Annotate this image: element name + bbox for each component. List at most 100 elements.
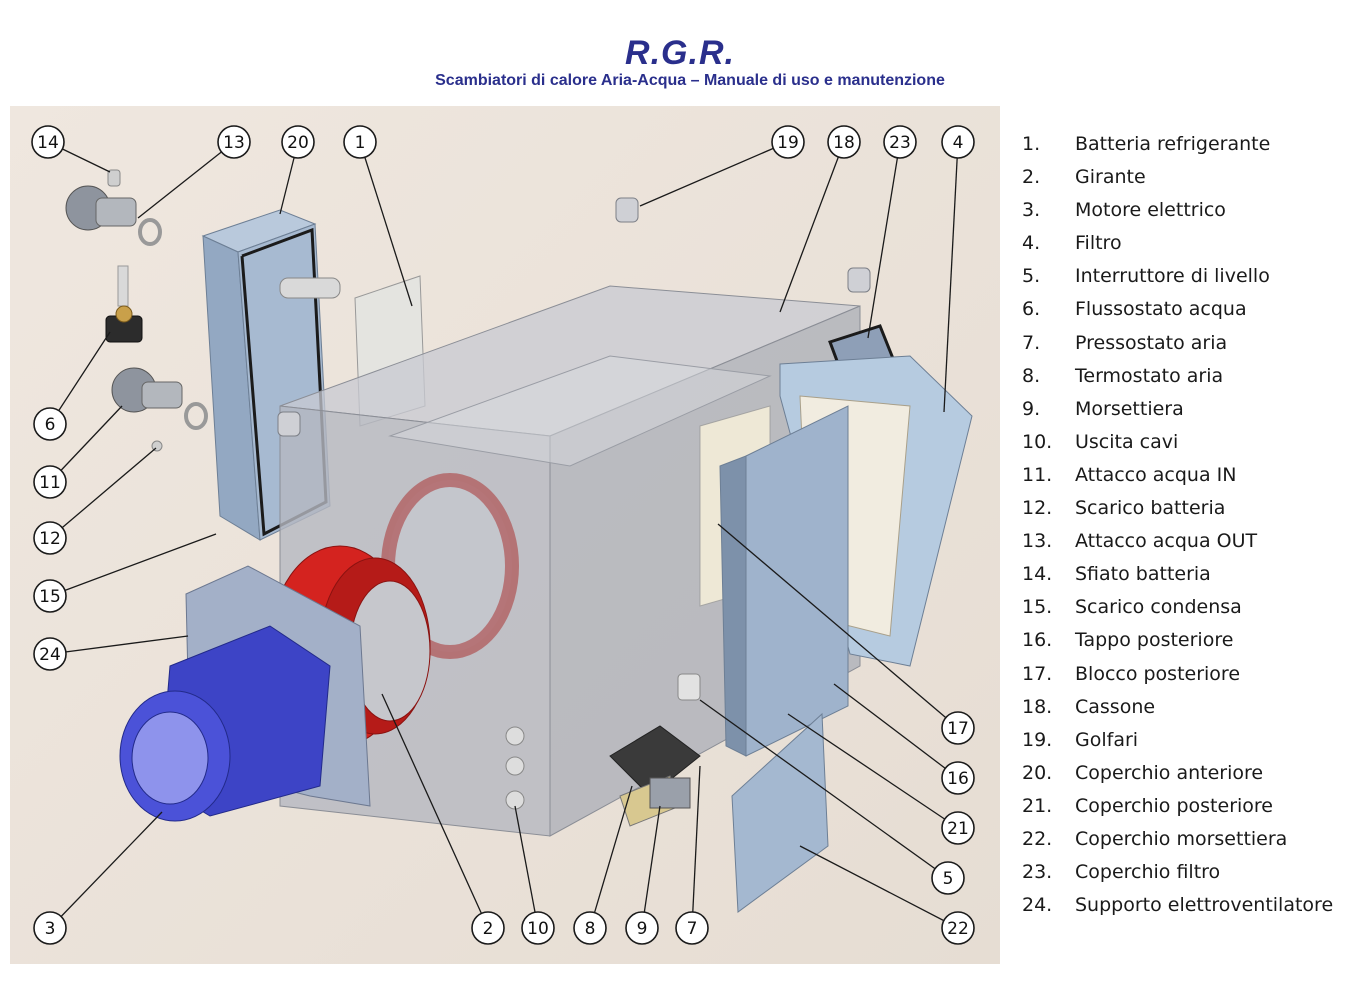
legend-item: 22.Coperchio morsettiera	[1022, 825, 1358, 858]
legend-item: 17.Blocco posteriore	[1022, 660, 1358, 693]
legend-number: 3.	[1022, 199, 1041, 222]
legend-label: Uscita cavi	[1075, 430, 1179, 453]
legend-number: 17.	[1022, 662, 1053, 685]
callout-marker: 23	[883, 125, 917, 159]
legend-item: 4. Filtro	[1022, 229, 1358, 262]
legend-number: 21.	[1022, 794, 1053, 817]
callout-number: 8	[585, 919, 596, 939]
legend-item: 2.Girante	[1022, 163, 1358, 196]
callout-number: 20	[287, 133, 309, 153]
leader-line	[779, 141, 845, 313]
callout-circle	[521, 911, 555, 945]
legend-label: Filtro	[1075, 232, 1122, 255]
callout-marker: 9	[625, 911, 659, 945]
water-out-fitting-part	[65, 169, 162, 246]
callout-number: 12	[39, 529, 61, 549]
legend-label: Tappo posteriore	[1075, 629, 1234, 652]
callout-marker: 24	[33, 637, 67, 671]
callout-number: 14	[37, 133, 59, 153]
leader-line	[359, 141, 413, 307]
callout-number: 5	[943, 869, 954, 889]
legend-number: 2.	[1022, 166, 1041, 189]
legend-label: Scarico condensa	[1075, 596, 1242, 619]
callout-circle	[217, 125, 251, 159]
legend-number: 13.	[1022, 530, 1053, 553]
legend-label: Scarico batteria	[1075, 497, 1226, 520]
callout-marker: 2	[471, 911, 505, 945]
leader-lines	[47, 141, 959, 929]
legend-item: 1.Batteria refrigerante	[1022, 130, 1358, 163]
callout-marker: 1	[343, 125, 377, 159]
legend-label: Motore elettrico	[1075, 199, 1226, 222]
legend-item: 14.Sfiato batteria	[1022, 560, 1358, 593]
legend-item: 11.Attacco acqua IN	[1022, 461, 1358, 494]
legend-number: 12.	[1022, 497, 1053, 520]
callout-marker: 6	[33, 407, 67, 441]
rear-cover-part	[719, 405, 849, 757]
legend-number: 9.	[1022, 397, 1041, 420]
callout-circle	[941, 811, 975, 845]
leader-line	[867, 141, 901, 339]
leader-line	[381, 693, 489, 929]
callout-circle	[573, 911, 607, 945]
callout-circle	[931, 861, 965, 895]
callout-number: 11	[39, 473, 61, 493]
controls-part	[609, 725, 701, 827]
callout-marker: 15	[33, 579, 67, 613]
callout-marker: 5	[931, 861, 965, 895]
leader-line	[717, 523, 959, 729]
legend-number: 18.	[1022, 695, 1053, 718]
callout-circle	[941, 911, 975, 945]
leader-line	[787, 713, 959, 829]
legend-label: Coperchio filtro	[1075, 861, 1221, 884]
callout-circle	[343, 125, 377, 159]
legend-label: Attacco acqua OUT	[1075, 530, 1258, 553]
legend-label: Interruttore di livello	[1075, 265, 1270, 288]
legend-number: 20.	[1022, 761, 1053, 784]
leader-line	[49, 811, 163, 929]
callout-marker: 7	[675, 911, 709, 945]
legend-number: 6.	[1022, 298, 1041, 321]
leader-line	[639, 141, 789, 207]
leader-line	[799, 845, 959, 929]
legend-item: 23.Coperchio filtro	[1022, 858, 1358, 891]
legend-number: 19.	[1022, 728, 1053, 751]
electric-motor-part	[119, 625, 331, 822]
legend-label: Cassone	[1075, 695, 1156, 718]
legend-item: 10.Uscita cavi	[1022, 428, 1358, 461]
legend-item: 12. Scarico batteria	[1022, 494, 1358, 527]
water-in-fitting-part	[111, 367, 208, 452]
legend-number: 7.	[1022, 331, 1041, 354]
legend-number: 4.	[1022, 232, 1041, 255]
level-switch-part	[677, 673, 701, 701]
callout-marker: 4	[941, 125, 975, 159]
callout-marker: 8	[573, 911, 607, 945]
callout-number: 23	[889, 133, 911, 153]
legend-item: 15.Scarico condensa	[1022, 593, 1358, 626]
leader-line	[514, 805, 539, 929]
terminal-cover-part	[731, 712, 829, 913]
flow-switch-part	[105, 265, 143, 343]
legend-number: 1.	[1022, 133, 1041, 155]
legend-label: Termostato aria	[1075, 364, 1224, 387]
callout-circle	[33, 407, 67, 441]
legend-label: Pressostato aria	[1075, 331, 1228, 354]
leader-line	[943, 141, 959, 413]
callout-circle	[33, 911, 67, 945]
callout-circle	[471, 911, 505, 945]
callout-marker: 13	[217, 125, 251, 159]
callout-marker: 12	[33, 521, 67, 555]
legend-item: 9.Morsettiera	[1022, 395, 1358, 428]
callout-circle	[33, 521, 67, 555]
legend-label: Supporto elettroventilatore	[1075, 894, 1334, 917]
callout-circle	[33, 637, 67, 671]
leader-line	[49, 635, 189, 655]
legend-number: 24.	[1022, 894, 1053, 917]
callout-circle	[941, 125, 975, 159]
callout-marker: 14	[31, 125, 65, 159]
legend-label: Sfiato batteria	[1075, 563, 1211, 586]
callout-circle	[625, 911, 659, 945]
callout-circle	[941, 711, 975, 745]
